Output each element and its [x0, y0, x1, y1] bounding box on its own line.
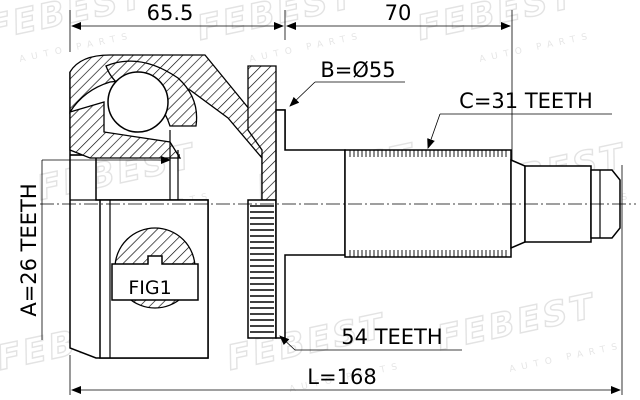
watermark-subtitle: AUTO PARTS [479, 31, 595, 65]
b-diameter-label: B=Ø55 [320, 58, 395, 82]
extension-lines [69, 10, 623, 395]
a-teeth-label: A=26 TEETH [17, 183, 41, 316]
stub-shaft [275, 109, 621, 339]
dimension-65-5: 65.5 [147, 1, 194, 25]
c-teeth-label: C=31 TEETH [459, 89, 593, 113]
fig1-sphere: FIG1 [111, 227, 199, 309]
dimension-70: 70 [385, 1, 412, 25]
spline-teeth [349, 150, 507, 257]
b-leader-arrow [289, 81, 316, 107]
abs-teeth [250, 205, 274, 333]
c-leader-arrow [427, 113, 441, 149]
watermark-subtitle: AUTO PARTS [509, 341, 625, 375]
dimension-168: L=168 [307, 365, 376, 389]
fig1-label: FIG1 [128, 277, 171, 299]
watermark-logo: FEBEST [434, 286, 600, 359]
abs-ring [247, 199, 277, 339]
abs-teeth-label: 54 TEETH [341, 325, 442, 349]
inner-ball-cage [69, 60, 198, 200]
abs-leader-arrow [279, 335, 296, 351]
